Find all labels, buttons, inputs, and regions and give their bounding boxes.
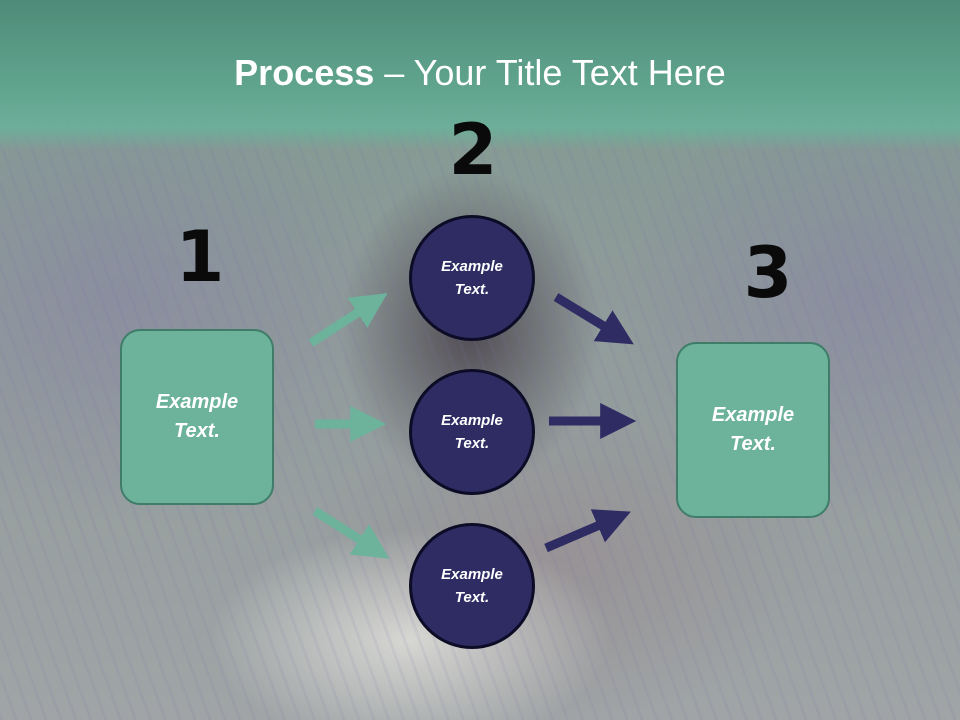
circle-bottom: Example Text. [409, 523, 535, 649]
arrow-right-down-navy-icon [553, 293, 634, 345]
circle-middle: Example Text. [409, 369, 535, 495]
step-number-3: 3 [743, 232, 793, 314]
step-box-1: Example Text. [120, 329, 274, 505]
step-number-1: 1 [175, 216, 225, 298]
arrow-right-down-teal-icon [312, 507, 390, 559]
arrow-right-up-teal-icon [308, 293, 388, 347]
circle-top: Example Text. [409, 215, 535, 341]
arrow-right-up-navy-icon [544, 509, 631, 553]
title-bold: Process [234, 52, 375, 93]
title-band [0, 0, 960, 150]
step-box-3: Example Text. [676, 342, 830, 518]
title-rest: – Your Title Text Here [374, 52, 726, 93]
slide-title: Process – Your Title Text Here [0, 52, 960, 94]
step-number-2: 2 [448, 109, 498, 191]
